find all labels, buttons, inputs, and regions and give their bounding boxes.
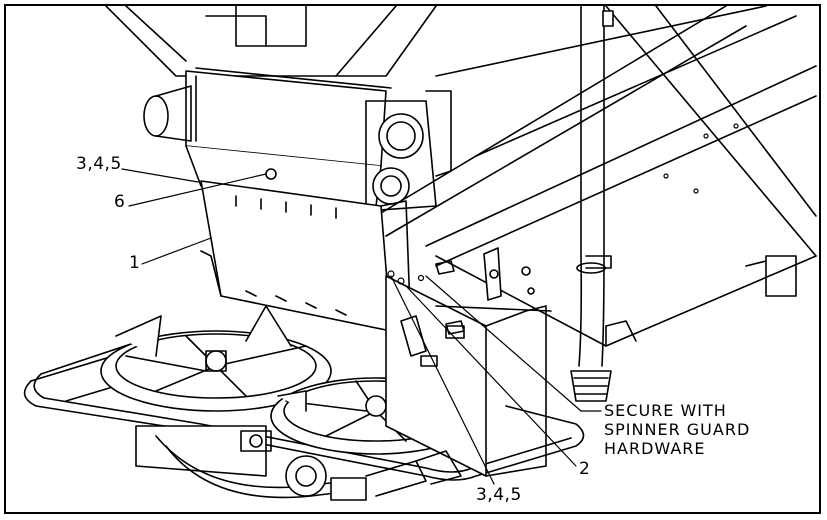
secure-note-line-3: HARDWARE — [604, 439, 706, 458]
rail-bracket — [435, 247, 612, 335]
callout-1: 1 — [129, 253, 141, 273]
callout-3-4-5-upper: 3,4,5 — [76, 154, 122, 174]
chute-pipe — [570, 6, 614, 402]
callout-6: 6 — [114, 192, 126, 212]
leader-2 — [405, 285, 577, 467]
figure-frame: 3,4,5 6 1 2 3,4,5 SECURE WITH SPINNER GU… — [4, 4, 821, 514]
secure-note-line-2: SPINNER GUARD — [604, 420, 751, 439]
callout-3-4-5-lower: 3,4,5 — [476, 485, 522, 505]
leader-secure — [425, 275, 602, 412]
leader-3-4-5-lower — [390, 275, 495, 485]
leader-3-4-5-upper — [121, 168, 199, 183]
hardware-dots — [387, 123, 739, 285]
left-spinner — [100, 305, 332, 412]
feed-housing — [143, 67, 452, 212]
deflector-plate — [200, 180, 412, 337]
leader-6 — [128, 173, 267, 207]
frame-rails — [375, 6, 817, 347]
leader-lines — [121, 168, 602, 485]
spinner-mount-panel — [385, 275, 552, 477]
callout-2: 2 — [579, 459, 591, 479]
leader-1 — [141, 237, 212, 265]
lower-drive — [135, 425, 462, 501]
secure-note: SECURE WITH SPINNER GUARD HARDWARE — [604, 401, 750, 458]
secure-note-line-1: SECURE WITH — [604, 401, 727, 420]
assembly-drawing — [23, 6, 817, 501]
hopper-body — [105, 6, 437, 77]
